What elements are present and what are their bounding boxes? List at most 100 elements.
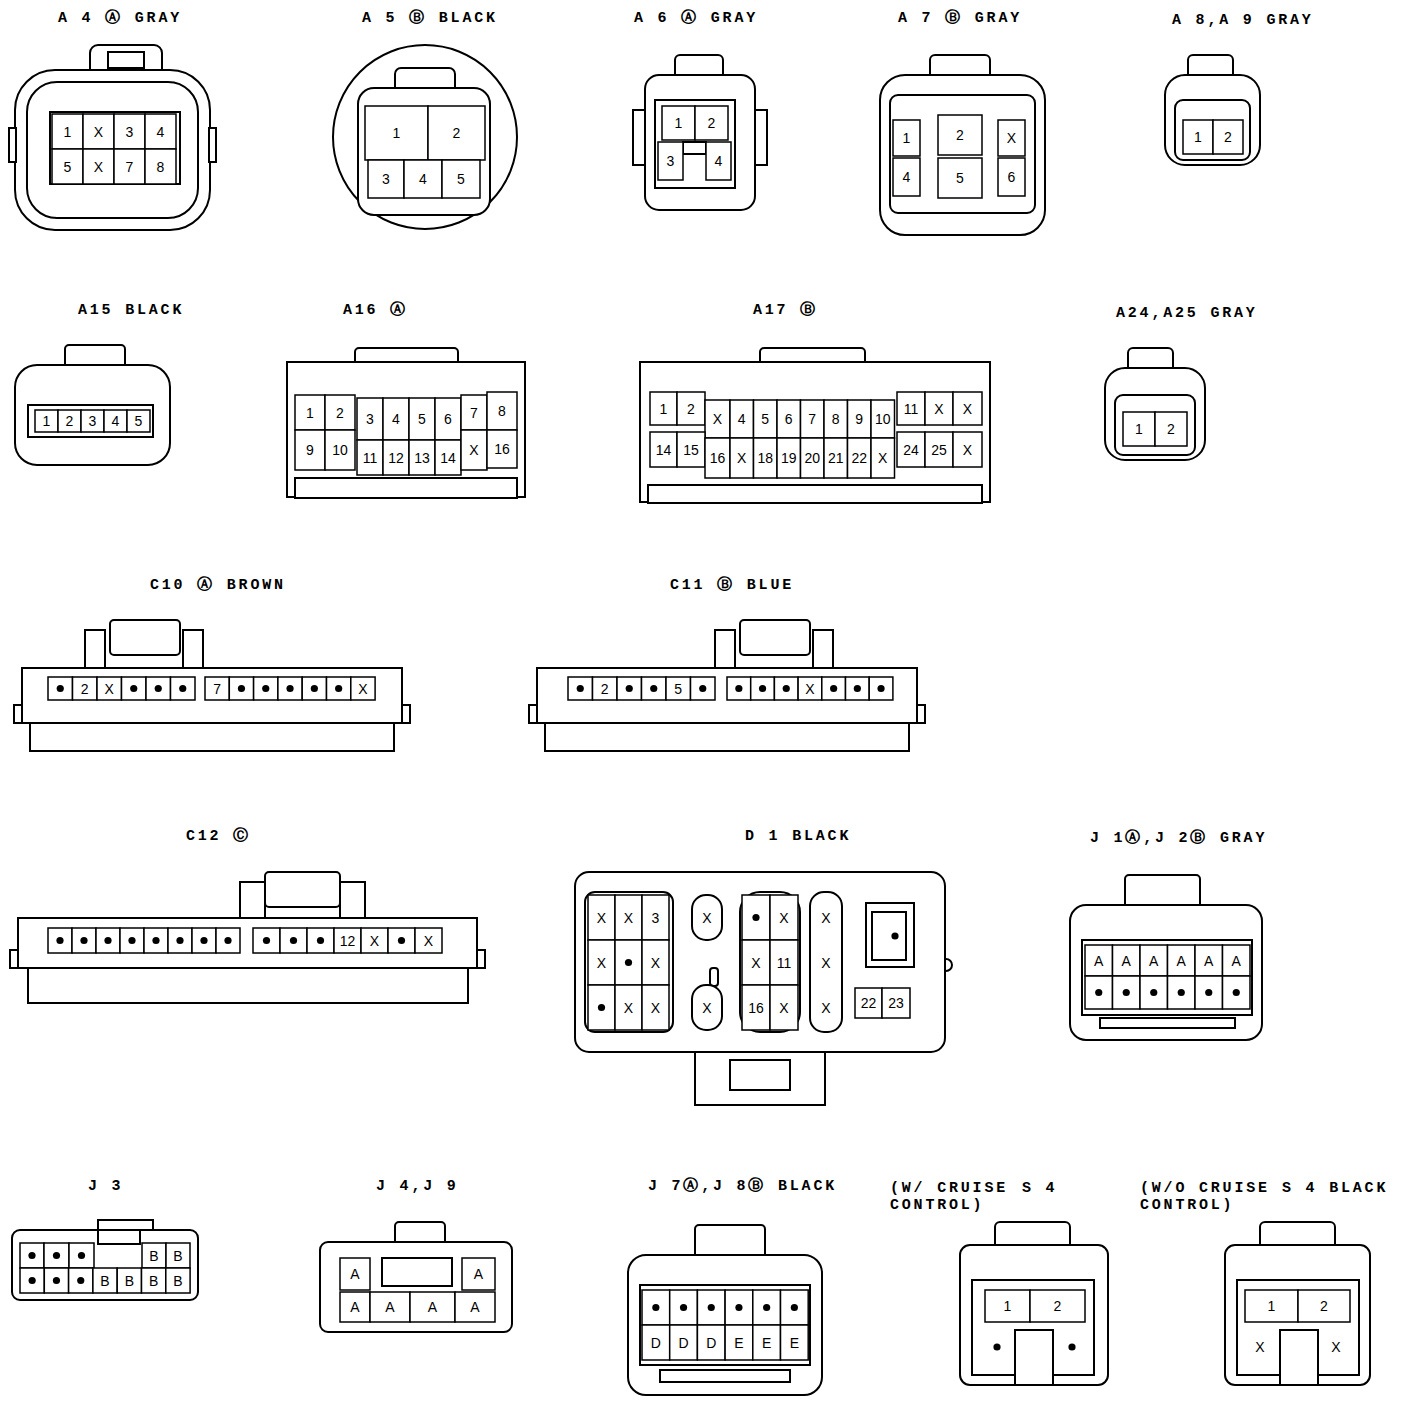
- pin-cavity: [52, 149, 83, 184]
- pin-cavity: [117, 1268, 141, 1293]
- pin-cell: X: [871, 438, 895, 478]
- pin-dot: [398, 937, 405, 944]
- pin-cavity: [871, 400, 895, 438]
- pin-cavity: [642, 1290, 670, 1325]
- pin-number: B: [149, 1274, 158, 1288]
- pin-dot: [1123, 989, 1130, 996]
- pin-cavity: [1030, 1290, 1085, 1322]
- housing-outline: [9, 128, 16, 162]
- pin-dot: [1068, 1343, 1075, 1350]
- pin-number: X: [805, 682, 814, 696]
- pin-cell: 1: [650, 392, 677, 425]
- pin-dot: [53, 1277, 60, 1284]
- connector-housing: [876, 8, 1048, 240]
- pin-number: 5: [761, 412, 769, 426]
- pin-cavity: [1155, 412, 1187, 446]
- pin-number: 1: [1135, 422, 1143, 436]
- pin-number: 3: [126, 125, 134, 139]
- pin-cell: 3: [114, 114, 145, 149]
- pin-dot: [335, 685, 342, 692]
- pin-cavity: [461, 395, 487, 430]
- pin-number: 11: [777, 956, 792, 970]
- pin-cavity: [325, 395, 355, 430]
- pin-cell: B: [166, 1268, 190, 1293]
- pin-dot: [224, 937, 231, 944]
- pin-dot: [1233, 989, 1240, 996]
- pin-cell: 13: [409, 440, 435, 475]
- pin-cavity: [754, 400, 778, 438]
- pin-cavity: [357, 440, 383, 475]
- pin-cavity: [753, 1290, 781, 1325]
- pin-cavity: [69, 1268, 93, 1293]
- pin-cavity: [706, 142, 731, 180]
- pin-cavity: [730, 400, 754, 438]
- pin-cavity: [166, 1243, 190, 1268]
- pin-dot: [699, 685, 706, 692]
- pin-number: A: [350, 1267, 359, 1281]
- pin-cell: 7: [205, 677, 229, 700]
- pin-cavity: [409, 440, 435, 475]
- pin-cavity: [48, 928, 72, 953]
- pin-cavity: [725, 1325, 753, 1360]
- housing-outline: [640, 362, 990, 502]
- pin-cell: 6: [998, 158, 1025, 196]
- pin-number: E: [762, 1336, 771, 1350]
- pin-cavity: [727, 677, 751, 700]
- housing-outline: [1100, 1018, 1235, 1028]
- housing-outline: [545, 723, 909, 751]
- pin-cavity: [327, 677, 351, 700]
- pin-cavity: [1245, 1290, 1298, 1322]
- pin-cavity: [938, 115, 982, 155]
- housing-outline: [1082, 940, 1252, 1015]
- pin-cell: X: [692, 985, 722, 1030]
- housing-outline: [537, 668, 917, 723]
- pin-cell: 23: [882, 988, 910, 1018]
- pin-cavity: [770, 985, 798, 1030]
- pin-cell: 1: [662, 106, 695, 140]
- pin-cell: 3: [357, 398, 383, 440]
- connector-face: A 4 Ⓐ GRAY1X345X78: [10, 8, 222, 234]
- pin-dot: [290, 937, 297, 944]
- connector-heading: A17 Ⓑ: [753, 302, 818, 319]
- housing-outline: [585, 892, 673, 1032]
- pin-number: 3: [652, 911, 660, 925]
- pin-cell: 1: [295, 395, 325, 430]
- pin-cavity: [568, 677, 593, 700]
- pin-cavity: [409, 398, 435, 440]
- pin-number: 16: [710, 451, 726, 465]
- pin-cell: 7: [114, 149, 145, 184]
- pin-cell: 16: [742, 985, 770, 1030]
- pin-number: 1: [306, 406, 314, 420]
- pin-cavity: [361, 928, 388, 953]
- pin-number: X: [751, 956, 760, 970]
- connector-heading: (W/ CRUISE CONTROL): [890, 1180, 1018, 1214]
- pin-cavity: [20, 1268, 44, 1293]
- pin-number: 2: [81, 682, 89, 696]
- pin-cavity: [487, 392, 517, 430]
- pin-dot: [625, 959, 632, 966]
- housing-outline: [692, 895, 722, 940]
- housing-outline: [1015, 1330, 1053, 1385]
- connector-housing: [8, 575, 415, 755]
- pin-number: 14: [656, 443, 672, 457]
- pin-cavity: [142, 1268, 166, 1293]
- pin-number: 24: [903, 443, 919, 457]
- pin-cavity: [334, 928, 361, 953]
- connector-housing: [1100, 303, 1265, 465]
- housing-outline: [183, 630, 203, 670]
- connector-heading: A 4 Ⓐ GRAY: [58, 10, 182, 27]
- pin-number: X: [1255, 1340, 1264, 1354]
- pin-number: 7: [808, 412, 816, 426]
- pin-number: 6: [444, 412, 452, 426]
- housing-outline: [50, 112, 180, 184]
- pin-cell: A: [1168, 945, 1196, 976]
- pin-cavity: [340, 1292, 370, 1322]
- pin-number: 1: [1268, 1299, 1276, 1313]
- pin-cell: X: [770, 985, 798, 1030]
- pin-cell: X: [998, 120, 1025, 156]
- pin-number: 1: [43, 414, 51, 428]
- pin-cavity: [404, 160, 442, 198]
- pin-cell: D: [642, 1325, 670, 1360]
- pin-cell: X: [812, 895, 840, 940]
- connector-heading: J 3: [88, 1178, 123, 1195]
